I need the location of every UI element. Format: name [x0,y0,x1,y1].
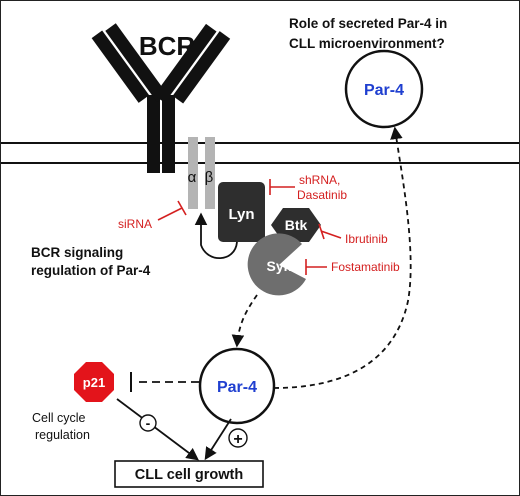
dasatinib-label: Dasatinib [297,188,347,202]
plasma-membrane [1,142,519,164]
minus-sign [139,414,157,432]
sirna-label: siRNA [118,217,152,231]
fostamatinib-inhibition-arrow [305,259,327,275]
p21-to-growth-arrow [116,398,200,461]
bcr-label: BCR [139,31,196,61]
secreted-par4-label: Par-4 [364,82,404,99]
plus-label: + [233,431,242,448]
bcr-receptor [91,23,231,173]
alpha-label: α [188,169,197,186]
par4-secretion-arrow [273,126,412,389]
cll-growth-box [114,460,264,488]
question-line-2: CLL microenvironment? [289,36,445,51]
ibrutinib-inhibition-arrow [318,223,342,240]
par4-inhibits-p21 [130,372,199,392]
ig-alpha-beta-subunits [188,137,215,209]
cell-cycle-line-2: regulation [35,428,90,442]
cell-cycle-line-1: Cell cycle [32,411,86,425]
secreted-par4-circle [344,49,424,129]
dasatinib-inhibition-arrow [269,179,295,195]
par4-to-growth-arrow [204,418,232,461]
lyn-feedback-arrow [194,212,238,259]
bcr-regulation-line-1: BCR signaling [31,245,123,260]
sirna-inhibition-arrow [157,200,187,221]
syk-label: Syk [267,258,292,274]
lyn-label: Lyn [228,206,254,223]
par4-circle [198,347,276,425]
p21-label: p21 [83,375,105,390]
ibrutinib-label: Ibrutinib [345,232,388,246]
syk-to-par4-arrow [231,294,258,348]
bcr-regulation-line-2: regulation of Par-4 [31,263,151,278]
fostamatinib-label: Fostamatinib [331,260,400,274]
shrna-label: shRNA, [299,173,340,187]
btk-kinase [271,208,321,242]
p21-octagon [74,362,114,402]
par4-label: Par-4 [217,379,257,396]
syk-kinase [247,233,306,296]
beta-label: β [205,169,214,186]
cll-growth-label: CLL cell growth [135,467,244,483]
btk-label: Btk [285,217,308,233]
plus-sign [228,428,248,448]
question-line-1: Role of secreted Par-4 in [289,16,447,31]
minus-label: - [146,415,151,431]
lyn-kinase [218,182,265,242]
